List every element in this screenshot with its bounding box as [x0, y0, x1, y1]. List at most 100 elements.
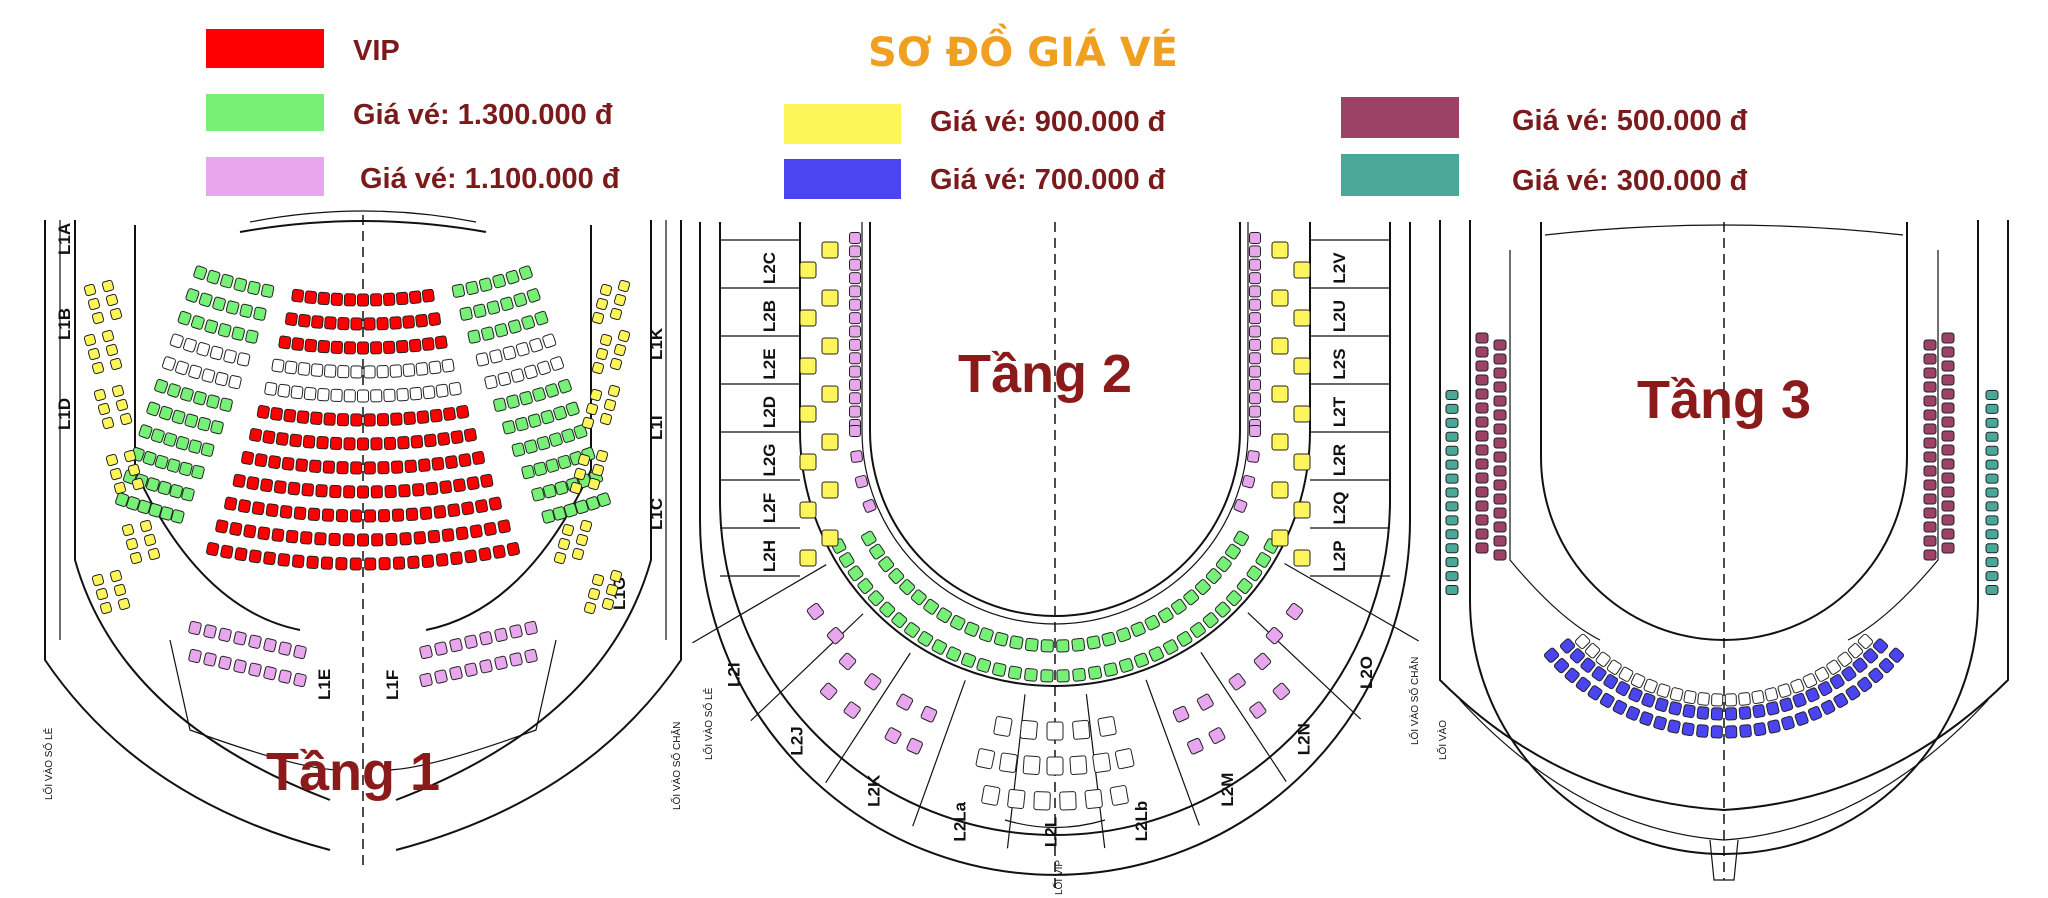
seat[interactable] — [1792, 692, 1807, 708]
seat[interactable] — [236, 352, 251, 367]
seat[interactable] — [198, 292, 213, 308]
seat[interactable] — [330, 388, 343, 403]
seat[interactable] — [581, 416, 595, 430]
seat[interactable] — [407, 555, 420, 570]
seat[interactable] — [849, 405, 861, 418]
seat[interactable] — [158, 405, 173, 421]
seat[interactable] — [961, 652, 977, 668]
seat[interactable] — [126, 496, 141, 511]
seat[interactable] — [434, 335, 448, 350]
seat[interactable] — [188, 620, 202, 636]
seat[interactable] — [1985, 501, 1999, 512]
seat[interactable] — [1493, 549, 1507, 561]
seat[interactable] — [384, 484, 397, 499]
seat[interactable] — [1116, 627, 1132, 643]
seat[interactable] — [322, 460, 336, 474]
seat[interactable] — [382, 292, 396, 306]
seat[interactable] — [1271, 241, 1289, 259]
seat[interactable] — [409, 386, 423, 401]
seat[interactable] — [1118, 658, 1134, 673]
seat[interactable] — [1475, 458, 1489, 470]
seat[interactable] — [1543, 647, 1560, 663]
seat[interactable] — [434, 641, 448, 656]
seat[interactable] — [450, 430, 464, 444]
seat[interactable] — [1162, 639, 1179, 655]
seat[interactable] — [443, 407, 456, 421]
seat[interactable] — [395, 291, 409, 306]
seat[interactable] — [591, 311, 605, 325]
seat[interactable] — [596, 492, 611, 507]
seat[interactable] — [891, 612, 908, 629]
seat[interactable] — [310, 411, 323, 425]
seat[interactable] — [1923, 339, 1937, 351]
seat[interactable] — [105, 343, 119, 357]
seat[interactable] — [220, 273, 234, 289]
seat[interactable] — [1941, 402, 1955, 414]
seat[interactable] — [363, 509, 377, 523]
seat[interactable] — [129, 551, 143, 565]
seat[interactable] — [1985, 431, 1999, 442]
seat[interactable] — [486, 300, 501, 315]
seat[interactable] — [1233, 530, 1249, 547]
seat[interactable] — [884, 727, 902, 745]
seat[interactable] — [315, 484, 328, 498]
seat[interactable] — [1766, 701, 1780, 716]
seat[interactable] — [1872, 638, 1889, 654]
seat[interactable] — [159, 506, 174, 521]
seat[interactable] — [290, 385, 304, 400]
seat[interactable] — [212, 296, 226, 312]
seat[interactable] — [357, 341, 369, 355]
seat[interactable] — [518, 265, 533, 281]
seat[interactable] — [1445, 501, 1459, 512]
seat[interactable] — [391, 508, 405, 522]
seat[interactable] — [263, 666, 277, 681]
seat[interactable] — [1683, 690, 1697, 705]
seat[interactable] — [324, 316, 337, 330]
seat[interactable] — [247, 280, 261, 296]
seat[interactable] — [357, 389, 369, 403]
seat[interactable] — [806, 602, 825, 621]
seat[interactable] — [95, 587, 109, 601]
seat[interactable] — [105, 453, 119, 467]
seat[interactable] — [154, 454, 169, 470]
seat[interactable] — [1857, 676, 1873, 693]
seat[interactable] — [591, 573, 605, 587]
seat[interactable] — [519, 391, 533, 406]
seat[interactable] — [233, 277, 248, 292]
seat[interactable] — [843, 701, 861, 719]
seat[interactable] — [1215, 556, 1232, 573]
seat[interactable] — [87, 347, 101, 361]
seat[interactable] — [350, 317, 363, 331]
seat[interactable] — [161, 356, 176, 371]
seat[interactable] — [1559, 638, 1576, 654]
seat[interactable] — [357, 485, 369, 499]
seat[interactable] — [150, 428, 165, 443]
seat[interactable] — [946, 646, 962, 662]
seat[interactable] — [599, 283, 613, 297]
seat[interactable] — [964, 621, 980, 637]
seat[interactable] — [137, 499, 152, 515]
seat[interactable] — [1445, 529, 1459, 540]
seat[interactable] — [350, 365, 363, 379]
seat[interactable] — [357, 293, 369, 307]
seat[interactable] — [826, 626, 845, 645]
seat[interactable] — [1249, 258, 1261, 271]
seat[interactable] — [419, 644, 433, 660]
seat[interactable] — [458, 453, 472, 468]
seat[interactable] — [1225, 543, 1242, 560]
seat[interactable] — [423, 433, 437, 448]
seat[interactable] — [879, 601, 896, 618]
seat[interactable] — [404, 459, 417, 473]
seat[interactable] — [323, 412, 336, 426]
seat[interactable] — [337, 365, 350, 379]
seat[interactable] — [284, 360, 298, 375]
seat[interactable] — [550, 356, 565, 371]
seat[interactable] — [418, 458, 431, 472]
seat[interactable] — [976, 658, 992, 673]
seat[interactable] — [1109, 785, 1129, 806]
seat[interactable] — [188, 364, 202, 380]
seat[interactable] — [425, 481, 439, 496]
seat[interactable] — [1293, 501, 1311, 519]
seat[interactable] — [1246, 565, 1263, 582]
seat[interactable] — [1009, 635, 1024, 650]
